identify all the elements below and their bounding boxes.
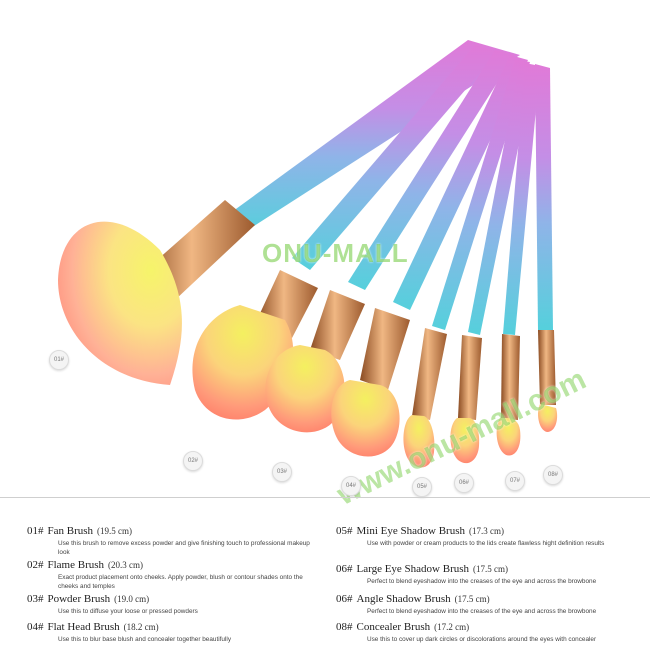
brush-size: (17.5 cm)	[473, 564, 509, 574]
brush-06-large-eye-shadow	[450, 62, 535, 464]
marker-02: 02#	[183, 451, 203, 471]
brush-04-flat-head	[331, 55, 528, 457]
brush-08-concealer	[535, 64, 558, 432]
marker-05: 05#	[412, 477, 432, 497]
marker-03: 03#	[272, 462, 292, 482]
brush-description: Exact product placement onto cheeks. App…	[58, 574, 303, 590]
brush-description: Use this to cover up dark circles or dis…	[367, 636, 597, 643]
brush-size: (17.5 cm)	[454, 594, 490, 604]
brush-name: Powder Brush	[47, 593, 111, 605]
brush-description: Use this brush to remove excess powder a…	[58, 540, 310, 556]
brush-description: Perfect to blend eyeshadow into the crea…	[367, 608, 597, 615]
brush-name: Fan Brush	[47, 525, 94, 537]
brush-desc-05: 05#Mini Eye Shadow Brush(17.3 cm) Use wi…	[336, 522, 646, 549]
brush-desc-01: 01#Fan Brush(19.5 cm) Use this brush to …	[27, 522, 322, 557]
brush-size: (19.0 cm)	[114, 594, 150, 604]
brush-description: Use with powder or cream products to the…	[367, 540, 605, 547]
brush-desc-02: 02#Flame Brush(20.3 cm) Exact product pl…	[27, 556, 322, 591]
brush-02-flame	[192, 45, 498, 420]
marker-08: 08#	[543, 465, 563, 485]
section-divider	[0, 497, 650, 498]
brush-desc-03: 03#Powder Brush(19.0 cm) Use this to dif…	[27, 590, 322, 617]
brush-03-powder	[265, 50, 515, 433]
marker-04: 04#	[341, 476, 361, 496]
brush-size: (17.2 cm)	[434, 622, 470, 632]
brush-desc-06: 06#Large Eye Shadow Brush(17.5 cm) Perfe…	[336, 560, 646, 587]
brush-name: Mini Eye Shadow Brush	[356, 525, 465, 537]
brush-name: Flame Brush	[47, 559, 105, 571]
brush-description: Perfect to blend eyeshadow into the crea…	[367, 578, 597, 585]
brush-size: (19.5 cm)	[97, 526, 133, 536]
brush-desc-04: 04#Flat Head Brush(18.2 cm) Use this to …	[27, 618, 322, 645]
brush-size: (18.2 cm)	[123, 622, 159, 632]
brush-description: Use this to blur base blush and conceale…	[58, 636, 232, 643]
marker-06: 06#	[454, 473, 474, 493]
brush-set-photo	[58, 40, 558, 468]
brush-05-mini-eye-shadow	[403, 60, 530, 468]
brush-name: Concealer Brush	[356, 621, 431, 633]
marker-07: 07#	[505, 471, 525, 491]
brush-name: Angle Shadow Brush	[356, 593, 451, 605]
brush-size: (17.3 cm)	[468, 526, 504, 536]
brush-size: (20.3 cm)	[108, 560, 144, 570]
brush-desc-08: 08#Concealer Brush(17.2 cm) Use this to …	[336, 618, 646, 645]
watermark-logo: ONU-MALL	[262, 238, 409, 268]
marker-01: 01#	[49, 350, 69, 370]
brush-description: Use this to diffuse your loose or presse…	[58, 608, 198, 615]
brush-07-angle-shadow	[496, 64, 540, 456]
brush-desc-07: 06#Angle Shadow Brush(17.5 cm) Perfect t…	[336, 590, 646, 617]
brush-name: Flat Head Brush	[47, 621, 120, 633]
brush-name: Large Eye Shadow Brush	[356, 563, 470, 575]
